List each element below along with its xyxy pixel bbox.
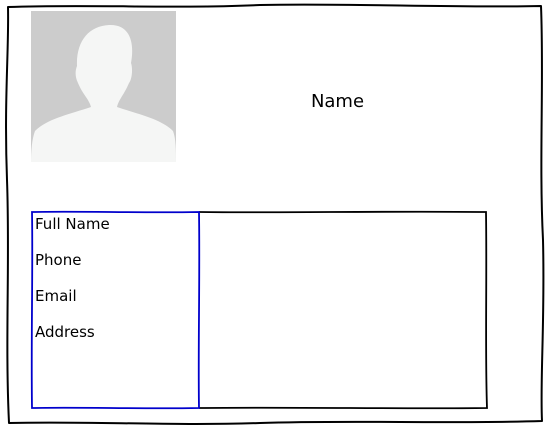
- details-label-address: Address: [35, 323, 95, 341]
- details-label-full-name: Full Name: [35, 215, 110, 233]
- profile-name: Name: [310, 91, 365, 112]
- details-label-email: Email: [35, 287, 77, 305]
- details-card: Full Name Phone Email Address: [32, 212, 198, 408]
- details-label-phone: Phone: [35, 251, 82, 269]
- avatar: [31, 11, 176, 162]
- details-value-panel: [200, 212, 486, 408]
- person-silhouette-icon: [31, 24, 176, 162]
